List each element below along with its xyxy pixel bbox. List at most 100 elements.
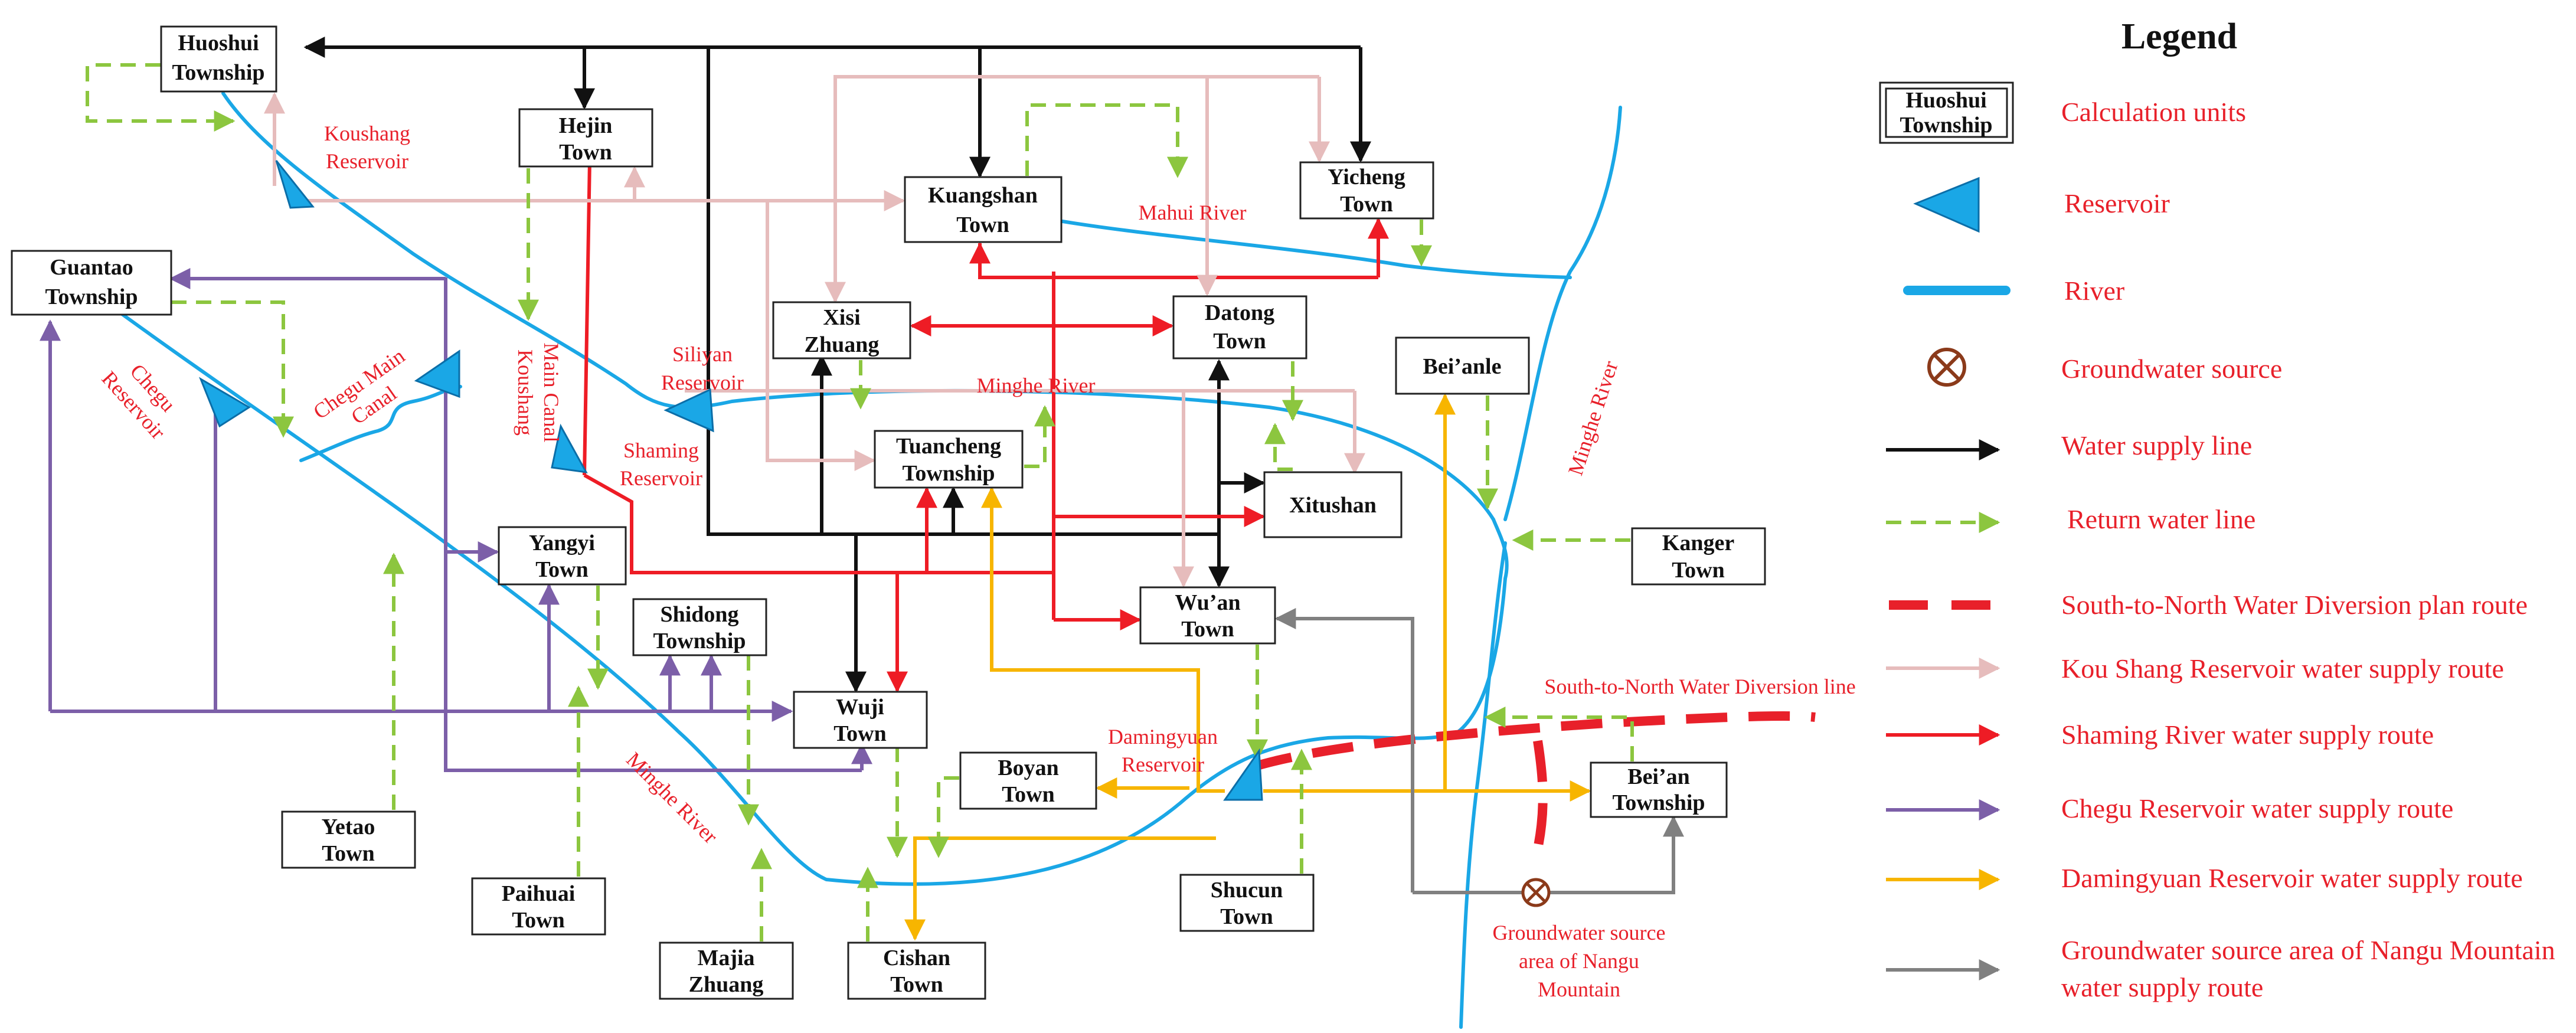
unit-label: Town (890, 972, 943, 997)
green-beian (1484, 707, 1634, 761)
mahui-river-label: Mahui River (1139, 201, 1247, 224)
siliyan-reservoir-label: Reservoir (661, 371, 744, 394)
damingyuan-reservoir-label: Damingyuan (1108, 725, 1218, 748)
legend-label: Damingyuan Reservoir water supply route (2061, 863, 2523, 893)
legend-label: Groundwater source (2061, 354, 2282, 384)
unit-huoshui: Huoshui Township (160, 25, 277, 93)
chegu-reservoir-icon (198, 377, 251, 428)
unit-label: Bei’an (1627, 764, 1690, 789)
chegu-reservoir-label: Chegu Reservoir (97, 359, 181, 444)
unit-label: Kanger (1662, 531, 1735, 555)
legend-item-calc-units: Huoshui Township Calculation units (1879, 81, 2246, 144)
legend-unit-sample: Huoshui (1905, 88, 1986, 113)
unit-label: Cishan (883, 946, 950, 970)
chegu-main-canal-reservoir-icon (414, 349, 460, 398)
unit-yetao: Yetao Town (281, 810, 416, 869)
unit-kanger: Kanger Town (1631, 527, 1766, 586)
legend-label: water supply route (2061, 972, 2263, 1002)
legend-item-plan-route: South-to-North Water Diversion plan rout… (1889, 590, 2528, 620)
green-xitushan (1264, 423, 1293, 471)
unit-majia: Majia Zhuang (659, 942, 794, 1000)
minghe-river-east (1503, 106, 1622, 521)
koushang-main-canal-label-line: Main Canal (540, 343, 563, 443)
unit-yicheng: Yicheng Town (1299, 161, 1434, 220)
gold-to-cishan (904, 836, 1216, 941)
purple-canal-down (444, 279, 862, 772)
pink-to-tuancheng (766, 201, 876, 471)
koushang-reservoir-label: Koushang (324, 122, 410, 145)
unit-xisi: Xisi Zhuang (772, 301, 911, 359)
unit-label: Town (1002, 782, 1054, 807)
koushang-main-canal-label: Koushang Main Canal (514, 343, 563, 443)
gray-to-wuan (1274, 608, 1414, 893)
legend: Legend Huoshui Township Calculation unit… (1879, 17, 2555, 1002)
koushang-supply-lines (264, 75, 1365, 588)
unit-label: Zhuang (805, 332, 880, 357)
unit-tuancheng: Tuancheng Township (874, 430, 1024, 489)
legend-unit-sample: Township (1900, 113, 1992, 138)
unit-wuji: Wuji Town (793, 691, 928, 749)
unit-label: Town (1220, 904, 1273, 929)
unit-label: Town (1181, 617, 1234, 642)
legend-item-nangu-route: Groundwater source area of Nangu Mountai… (1886, 935, 2555, 1002)
nangu-area-label: Mountain (1538, 978, 1620, 1001)
red-to-hejin (579, 123, 601, 476)
unit-label: Township (45, 285, 138, 309)
minghe-river-label-east-text: Minghe River (1564, 358, 1623, 479)
groundwater-source-icon (1521, 878, 1551, 907)
snwd-plan-route (1250, 711, 1816, 772)
unit-label: Town (833, 721, 886, 746)
unit-hejin: Hejin Town (518, 108, 653, 168)
siliyan-reservoir-label: Siliyan (672, 342, 733, 366)
legend-item-water-supply: Water supply line (1886, 430, 2252, 460)
unit-label: Shidong (660, 602, 738, 627)
chegu-supply-lines (40, 268, 872, 772)
shaming-reservoir-label: Reservoir (620, 466, 702, 490)
legend-groundwater-icon (1927, 348, 1966, 387)
unit-label: Town (559, 140, 612, 165)
nangu-supply-lines (1274, 608, 1684, 894)
legend-item-reservoir: Reservoir (1913, 176, 2170, 233)
shaming-reservoir-label: Shaming (623, 439, 699, 462)
chegu-canal (299, 385, 462, 462)
chegu-main-canal-label: Chegu Main Canal (309, 344, 409, 429)
minghe-river-label-lower-text: Minghe River (622, 747, 722, 848)
unit-wuan: Wu’an Town (1139, 586, 1276, 645)
unit-label: Yicheng (1328, 165, 1405, 189)
unit-label: Datong (1205, 300, 1274, 325)
unit-label: Huoshui (178, 31, 259, 55)
unit-shidong: Shidong Township (632, 598, 767, 656)
unit-paihuai: Paihuai Town (471, 877, 606, 936)
unit-label: Township (1612, 790, 1705, 815)
minghe-river-label: Minghe River (977, 374, 1096, 397)
unit-label: Xisi (823, 305, 860, 330)
gray-to-beian (1549, 815, 1684, 894)
snwd-line-label: South-to-North Water Diversion line (1544, 675, 1855, 698)
unit-cishan: Cishan Town (847, 942, 986, 1000)
nangu-area-label: Groundwater source (1493, 921, 1666, 944)
unit-label: Town (535, 557, 588, 582)
unit-datong: Datong Town (1172, 295, 1307, 359)
unit-label: Tuancheng (896, 434, 1001, 459)
green-tuancheng (1024, 405, 1055, 468)
unit-label: Guantao (50, 255, 133, 280)
unit-label: Zhuang (689, 972, 764, 997)
legend-item-damingyuan-route: Damingyuan Reservoir water supply route (1886, 863, 2523, 893)
legend-label: Calculation units (2061, 97, 2246, 127)
legend-item-return-water: Return water line (1886, 504, 2255, 534)
unit-label: Wuji (836, 695, 884, 720)
unit-label: Town (1672, 558, 1724, 583)
green-guantao (171, 300, 294, 438)
unit-label: Wu’an (1175, 590, 1240, 615)
gold-to-tuancheng (981, 486, 1225, 793)
minghe-river-label-lower: Minghe River (622, 747, 722, 848)
unit-xitushan: Xitushan (1263, 471, 1403, 538)
unit-shucun: Shucun Town (1179, 874, 1315, 932)
minghe-river-lower (110, 305, 1509, 886)
koushang-reservoir-label: Reservoir (326, 149, 408, 173)
shaming-river-supply-lines (579, 123, 1389, 693)
minghe-river-south (1459, 541, 1507, 1029)
unit-label: Xitushan (1289, 493, 1377, 518)
damingyuan-reservoir-icon (1223, 748, 1263, 801)
